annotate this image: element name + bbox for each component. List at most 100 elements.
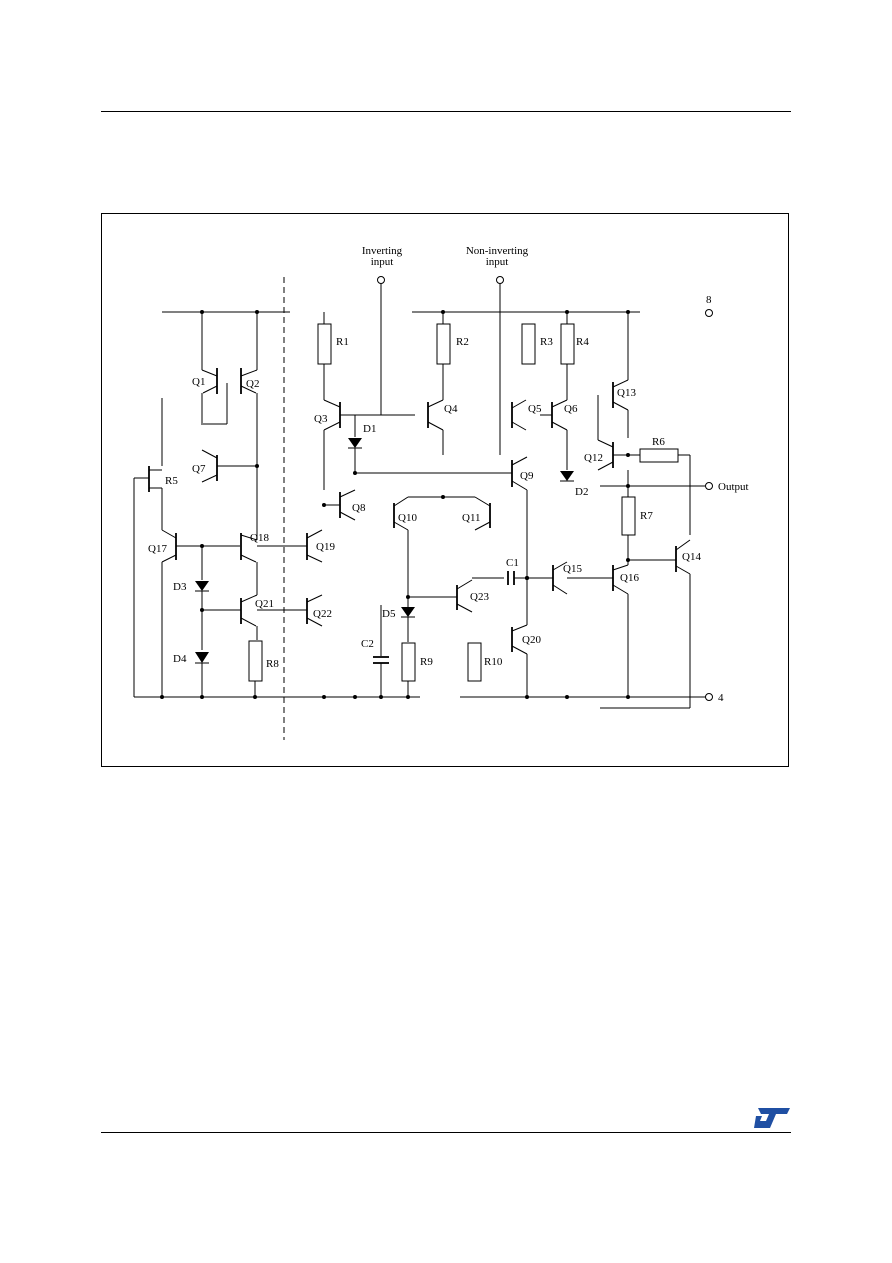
node bbox=[255, 464, 259, 468]
d3-diode bbox=[195, 581, 209, 591]
q1-c bbox=[201, 369, 218, 377]
q20-label: Q20 bbox=[522, 634, 541, 646]
header-rule bbox=[101, 111, 791, 112]
node bbox=[322, 695, 326, 699]
q9-e bbox=[511, 480, 528, 491]
d4-diode bbox=[195, 652, 209, 663]
q7-c bbox=[201, 449, 218, 459]
q13-c bbox=[612, 379, 629, 388]
d5-diode bbox=[401, 607, 415, 617]
q2-c bbox=[240, 369, 258, 377]
q21-label: Q21 bbox=[255, 598, 274, 610]
r6-resistor bbox=[639, 448, 679, 463]
q13-e bbox=[612, 401, 629, 411]
q6-e bbox=[551, 421, 568, 431]
node bbox=[525, 576, 529, 580]
q6-label: Q6 bbox=[564, 403, 578, 415]
q3-e bbox=[323, 421, 341, 431]
r2-resistor bbox=[436, 323, 451, 365]
node bbox=[626, 453, 630, 457]
pin-8[interactable] bbox=[705, 309, 713, 317]
q1-e bbox=[202, 385, 218, 394]
node bbox=[200, 310, 204, 314]
node bbox=[626, 310, 630, 314]
noninverting-input-pin[interactable] bbox=[496, 276, 504, 284]
noninverting-label-line1: Non-inverting bbox=[466, 245, 529, 257]
node bbox=[379, 695, 383, 699]
r7-label: R7 bbox=[640, 510, 653, 522]
d4-label: D4 bbox=[173, 653, 187, 665]
d5-label: D5 bbox=[382, 608, 396, 620]
r6-label: R6 bbox=[652, 436, 665, 448]
q22-e bbox=[306, 617, 323, 627]
r8-resistor bbox=[248, 640, 263, 682]
q12-label: Q12 bbox=[584, 452, 603, 464]
q20-e bbox=[511, 645, 528, 655]
q21-e bbox=[240, 617, 257, 627]
node bbox=[525, 695, 529, 699]
d2-diode bbox=[560, 471, 574, 481]
r1-label: R1 bbox=[336, 336, 349, 348]
node bbox=[255, 310, 259, 314]
q23-e bbox=[456, 603, 473, 613]
q10-e bbox=[393, 521, 409, 531]
output-label: Output bbox=[718, 481, 749, 493]
q10-c bbox=[393, 496, 409, 507]
q8-label: Q8 bbox=[352, 502, 366, 514]
q19-c bbox=[306, 529, 323, 539]
q15-label: Q15 bbox=[563, 563, 582, 575]
node bbox=[565, 695, 569, 699]
q3-label: Q3 bbox=[314, 413, 328, 425]
q22-label: Q22 bbox=[313, 608, 332, 620]
node bbox=[441, 310, 445, 314]
d3-label: D3 bbox=[173, 581, 187, 593]
node bbox=[253, 695, 257, 699]
q23-c bbox=[456, 579, 473, 590]
q17-label: Q17 bbox=[148, 543, 167, 555]
q16-e bbox=[612, 584, 629, 595]
q17-e bbox=[161, 554, 177, 563]
q17-c bbox=[161, 529, 177, 539]
q11-c bbox=[474, 496, 491, 507]
pin-8-label: 8 bbox=[706, 294, 712, 306]
q10-label: Q10 bbox=[398, 512, 417, 524]
q14-label: Q14 bbox=[682, 551, 701, 563]
q23-label: Q23 bbox=[470, 591, 489, 603]
d2-label: D2 bbox=[575, 486, 588, 498]
pin-4-label: 4 bbox=[718, 692, 724, 704]
pin-4[interactable] bbox=[705, 693, 713, 701]
q15-e bbox=[552, 584, 568, 595]
q14-e bbox=[675, 565, 691, 575]
q16-label: Q16 bbox=[620, 572, 639, 584]
q2-e bbox=[240, 385, 257, 394]
q18-e bbox=[240, 554, 257, 563]
q4-label: Q4 bbox=[444, 403, 458, 415]
node bbox=[626, 695, 630, 699]
q8-c bbox=[339, 489, 356, 498]
d1-label: D1 bbox=[363, 423, 376, 435]
q8-e bbox=[339, 511, 356, 521]
c1-label: C1 bbox=[506, 557, 519, 569]
inverting-input-pin[interactable] bbox=[377, 276, 385, 284]
q4-e bbox=[427, 421, 444, 431]
node bbox=[565, 310, 569, 314]
r9-label: R9 bbox=[420, 656, 433, 668]
q7-label: Q7 bbox=[192, 463, 206, 475]
node bbox=[160, 695, 164, 699]
c2-label: C2 bbox=[361, 638, 374, 650]
q14-c bbox=[675, 539, 691, 551]
r4-resistor bbox=[560, 323, 575, 365]
q3-c bbox=[323, 399, 341, 408]
output-pin[interactable] bbox=[705, 482, 713, 490]
q21-c bbox=[240, 594, 258, 603]
q20-c bbox=[511, 624, 528, 632]
q13-label: Q13 bbox=[617, 387, 636, 399]
q5-label: Q5 bbox=[528, 403, 542, 415]
q5-e bbox=[511, 421, 527, 431]
node bbox=[353, 695, 357, 699]
r10-resistor bbox=[467, 642, 482, 682]
r9-resistor bbox=[401, 642, 416, 682]
r2-label: R2 bbox=[456, 336, 469, 348]
q11-label: Q11 bbox=[462, 512, 481, 524]
r10-label: R10 bbox=[484, 656, 503, 668]
